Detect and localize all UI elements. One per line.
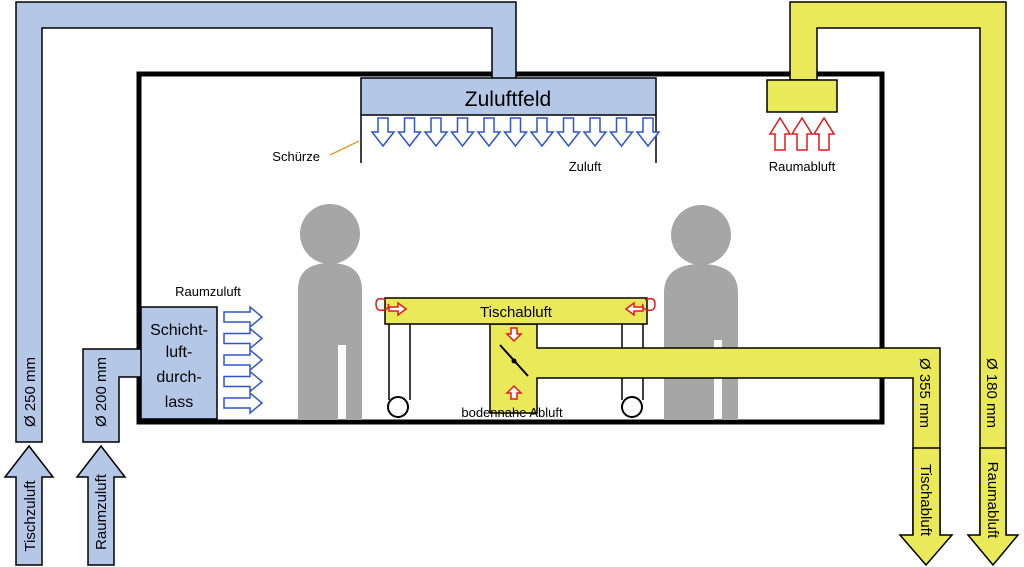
arrow-tischabluft-label: Tischabluft xyxy=(917,464,934,537)
swirl-left xyxy=(375,297,390,312)
table-arrow-right xyxy=(388,301,408,317)
down-arrow xyxy=(423,117,449,148)
arrow-tischzuluft xyxy=(3,444,55,566)
up-arrow xyxy=(790,116,814,151)
down-arrow xyxy=(608,117,635,148)
down-arrow xyxy=(555,117,582,148)
swirl-right xyxy=(641,297,656,312)
up-arrow xyxy=(768,116,792,151)
down-arrow xyxy=(529,117,555,148)
right-arrow xyxy=(223,326,264,351)
down-arrow xyxy=(396,117,423,148)
down-arrow xyxy=(476,117,502,148)
arrow-raumzuluft-label: Raumzuluft xyxy=(93,473,110,550)
down-arrow xyxy=(635,117,661,148)
zuluftfeld xyxy=(360,77,657,116)
schuerze-leader xyxy=(329,140,360,156)
schicht-line-2: luft- xyxy=(166,344,193,361)
schuerze-label: Schürze xyxy=(272,149,320,164)
raumabluft-arrows xyxy=(768,116,836,151)
down-arrow xyxy=(582,117,608,148)
tischabluft-table-label: Tischabluft xyxy=(480,304,553,321)
down-arrow xyxy=(370,117,396,148)
raumzuluft-label: Raumzuluft xyxy=(175,284,241,299)
zuluft-arrows xyxy=(370,117,661,148)
zuluftfeld-label: Zuluftfeld xyxy=(465,88,551,111)
table-wheel-left xyxy=(387,396,409,418)
damper-pivot xyxy=(511,358,517,364)
duct-355-label: Ø 355 mm xyxy=(916,358,933,428)
arrow-tischzuluft-label: Tischzuluft xyxy=(22,480,39,552)
zuluft-label: Zuluft xyxy=(569,159,602,174)
raumzuluft-arrows xyxy=(223,305,264,415)
right-arrow xyxy=(223,391,264,415)
arrow-tischabluft xyxy=(898,447,954,567)
arrow-raumabluft xyxy=(966,447,1020,567)
table-arrow-down xyxy=(505,327,523,343)
table-arrow-up xyxy=(505,384,523,400)
arrow-raumzuluft xyxy=(75,444,127,566)
table-exhaust-arrows xyxy=(388,301,644,400)
person-right xyxy=(664,205,738,420)
raumabluft-hood xyxy=(766,79,838,113)
down-arrow xyxy=(449,117,476,148)
right-arrow xyxy=(223,305,264,329)
schicht-line-4: lass xyxy=(165,394,193,411)
duct-tischabluft xyxy=(489,323,941,536)
right-arrow xyxy=(223,369,264,394)
table-arrow-left xyxy=(624,301,644,317)
schichtluftdurchlass xyxy=(140,306,218,420)
raumabluft-top-label: Raumabluft xyxy=(769,159,836,174)
table-top xyxy=(384,297,648,325)
schicht-line-3: durch- xyxy=(156,369,201,386)
duct-250-label: Ø 250 mm xyxy=(22,357,39,427)
schicht-line-1: Schicht- xyxy=(150,322,208,339)
duct-180-label: Ø 180 mm xyxy=(983,358,1000,428)
duct-200-label: Ø 200 mm xyxy=(93,357,110,427)
person-left xyxy=(298,204,362,420)
right-arrow xyxy=(223,348,264,372)
bodennahe-abluft-label: bodennahe Abluft xyxy=(461,405,563,420)
up-arrow xyxy=(812,116,836,151)
table-wheel-right xyxy=(621,396,643,418)
down-arrow xyxy=(502,117,529,148)
arrow-raumabluft-label: Raumabluft xyxy=(984,462,1001,540)
